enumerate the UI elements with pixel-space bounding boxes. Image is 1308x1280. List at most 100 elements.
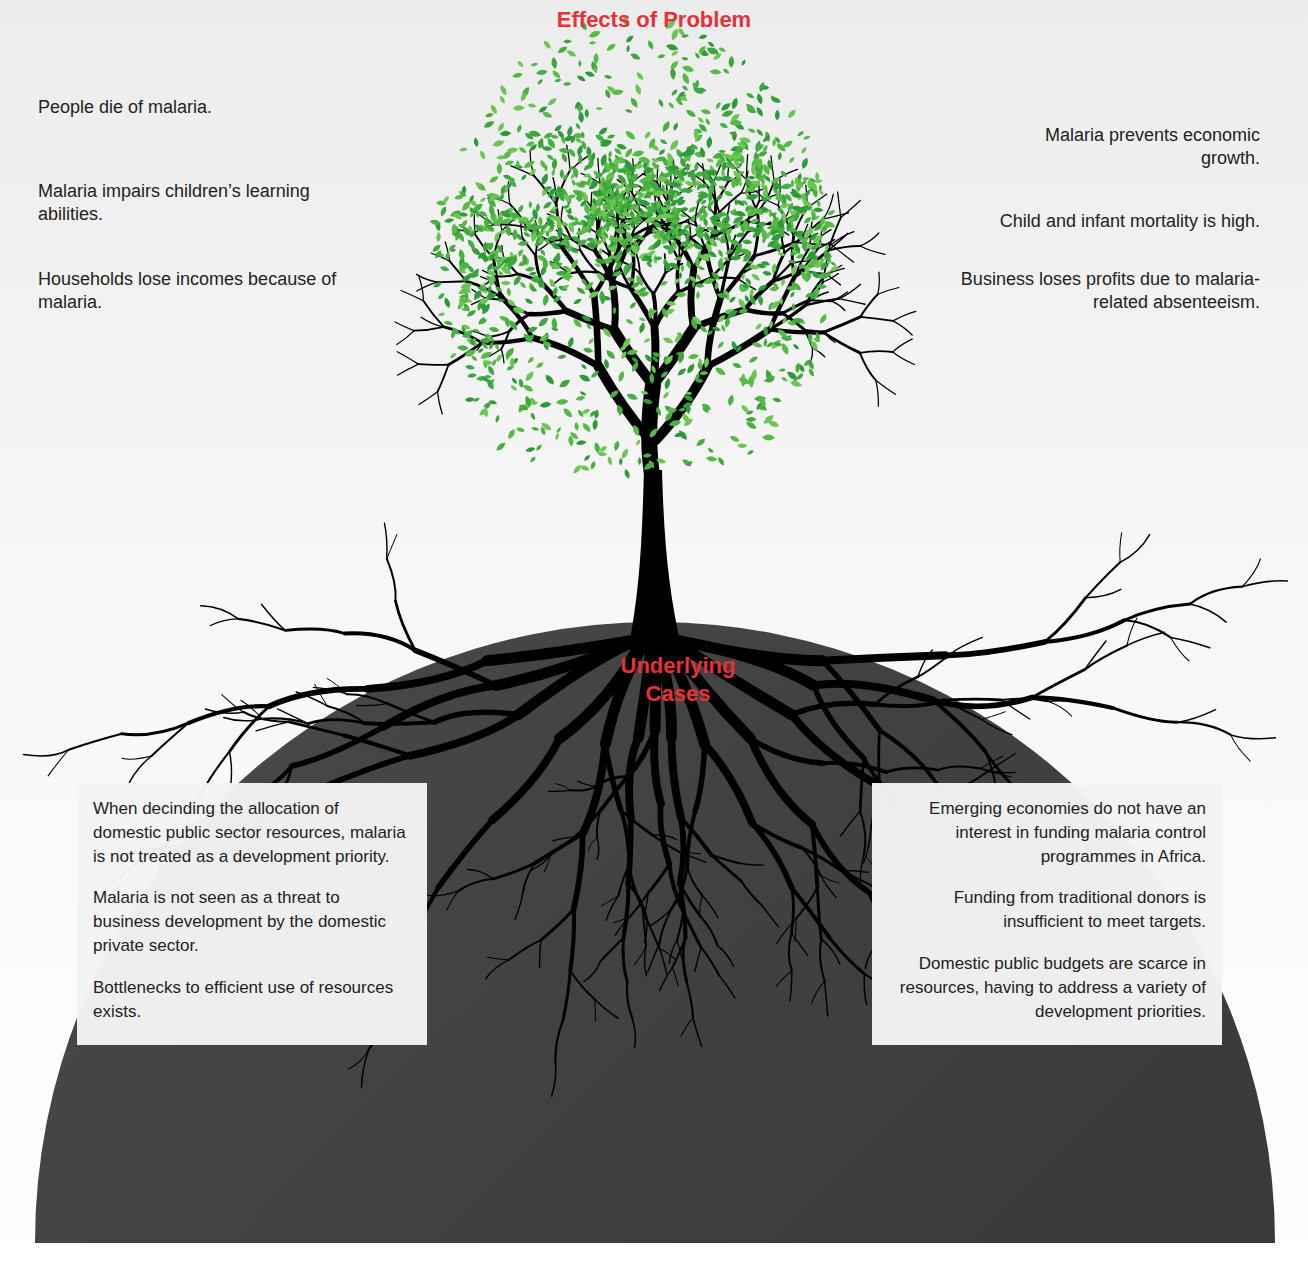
leaf bbox=[745, 92, 755, 100]
leaf bbox=[730, 153, 742, 161]
root bbox=[387, 535, 397, 559]
leaf bbox=[695, 196, 704, 205]
branch bbox=[746, 155, 747, 180]
root bbox=[541, 909, 574, 940]
leaf bbox=[535, 203, 540, 213]
leaf bbox=[592, 189, 604, 202]
leaf bbox=[544, 164, 548, 172]
branch bbox=[598, 366, 650, 440]
leaf bbox=[631, 424, 641, 438]
leaf bbox=[777, 251, 786, 257]
leaf bbox=[735, 232, 746, 238]
leaf bbox=[528, 271, 537, 276]
root bbox=[556, 784, 570, 791]
leaf bbox=[729, 131, 738, 137]
leaf bbox=[661, 120, 672, 133]
root bbox=[549, 790, 571, 791]
leaf bbox=[469, 210, 476, 218]
leaf bbox=[716, 292, 728, 299]
leaf bbox=[669, 182, 682, 188]
leaf bbox=[776, 206, 785, 214]
root bbox=[791, 933, 807, 955]
leaf bbox=[583, 214, 592, 220]
root bbox=[458, 879, 493, 891]
root bbox=[1127, 632, 1165, 645]
leaf bbox=[510, 253, 519, 266]
root bbox=[428, 891, 458, 896]
leaf bbox=[659, 138, 668, 145]
leaf bbox=[757, 295, 764, 307]
leaf bbox=[598, 247, 602, 255]
leaf bbox=[668, 232, 678, 242]
root bbox=[981, 712, 1005, 719]
root bbox=[438, 820, 492, 887]
leaf bbox=[471, 202, 485, 214]
leaf bbox=[492, 139, 506, 149]
root bbox=[825, 981, 828, 1016]
leaf bbox=[506, 428, 516, 441]
root bbox=[1086, 589, 1121, 597]
leaf bbox=[679, 240, 688, 248]
leaf bbox=[604, 255, 613, 266]
root bbox=[711, 855, 739, 863]
leaf bbox=[708, 186, 716, 195]
branch bbox=[532, 338, 598, 366]
root bbox=[23, 750, 68, 756]
leaf bbox=[511, 377, 519, 385]
leaf bbox=[549, 261, 562, 271]
root bbox=[387, 559, 396, 602]
leaf bbox=[706, 175, 715, 186]
leaf bbox=[542, 146, 553, 151]
leaf bbox=[504, 224, 512, 237]
leaf bbox=[516, 427, 526, 433]
leaf bbox=[574, 122, 581, 130]
leaf bbox=[788, 259, 797, 263]
root bbox=[776, 970, 792, 986]
branch bbox=[841, 200, 861, 217]
leaf bbox=[699, 371, 708, 375]
leaf bbox=[662, 390, 670, 399]
leaf bbox=[611, 224, 619, 228]
leaf bbox=[575, 286, 587, 296]
leaf bbox=[485, 112, 494, 118]
root bbox=[660, 967, 673, 990]
leaf bbox=[576, 238, 588, 248]
leaf bbox=[697, 122, 709, 133]
leaf bbox=[459, 147, 468, 152]
leaf bbox=[676, 99, 684, 106]
leaf bbox=[586, 241, 598, 249]
leaf bbox=[746, 449, 754, 456]
leaf bbox=[587, 289, 600, 300]
root bbox=[789, 933, 792, 970]
leaf bbox=[676, 367, 687, 378]
leaf bbox=[719, 122, 729, 130]
leaf bbox=[473, 328, 481, 333]
leaf bbox=[502, 262, 511, 270]
leaf bbox=[792, 343, 800, 351]
leaf bbox=[496, 155, 506, 161]
leaf bbox=[542, 341, 552, 348]
leaf bbox=[675, 170, 686, 183]
leaf bbox=[506, 147, 519, 154]
root bbox=[717, 945, 733, 966]
root bbox=[739, 863, 763, 865]
leaf bbox=[452, 211, 464, 221]
leaf bbox=[631, 356, 640, 364]
root bbox=[886, 768, 938, 772]
leaf bbox=[703, 357, 710, 369]
leaf bbox=[483, 375, 491, 379]
leaf bbox=[763, 326, 769, 337]
leaf bbox=[580, 131, 585, 139]
leaf bbox=[638, 321, 646, 334]
leaf bbox=[512, 72, 523, 79]
leaf bbox=[657, 54, 666, 59]
branch bbox=[529, 311, 566, 314]
branch bbox=[401, 291, 424, 301]
leaf bbox=[497, 193, 505, 203]
leaf bbox=[670, 208, 678, 212]
root bbox=[344, 735, 410, 755]
root bbox=[1120, 533, 1122, 563]
leaf bbox=[770, 96, 782, 104]
leaf bbox=[567, 147, 577, 158]
leaf bbox=[548, 277, 557, 288]
